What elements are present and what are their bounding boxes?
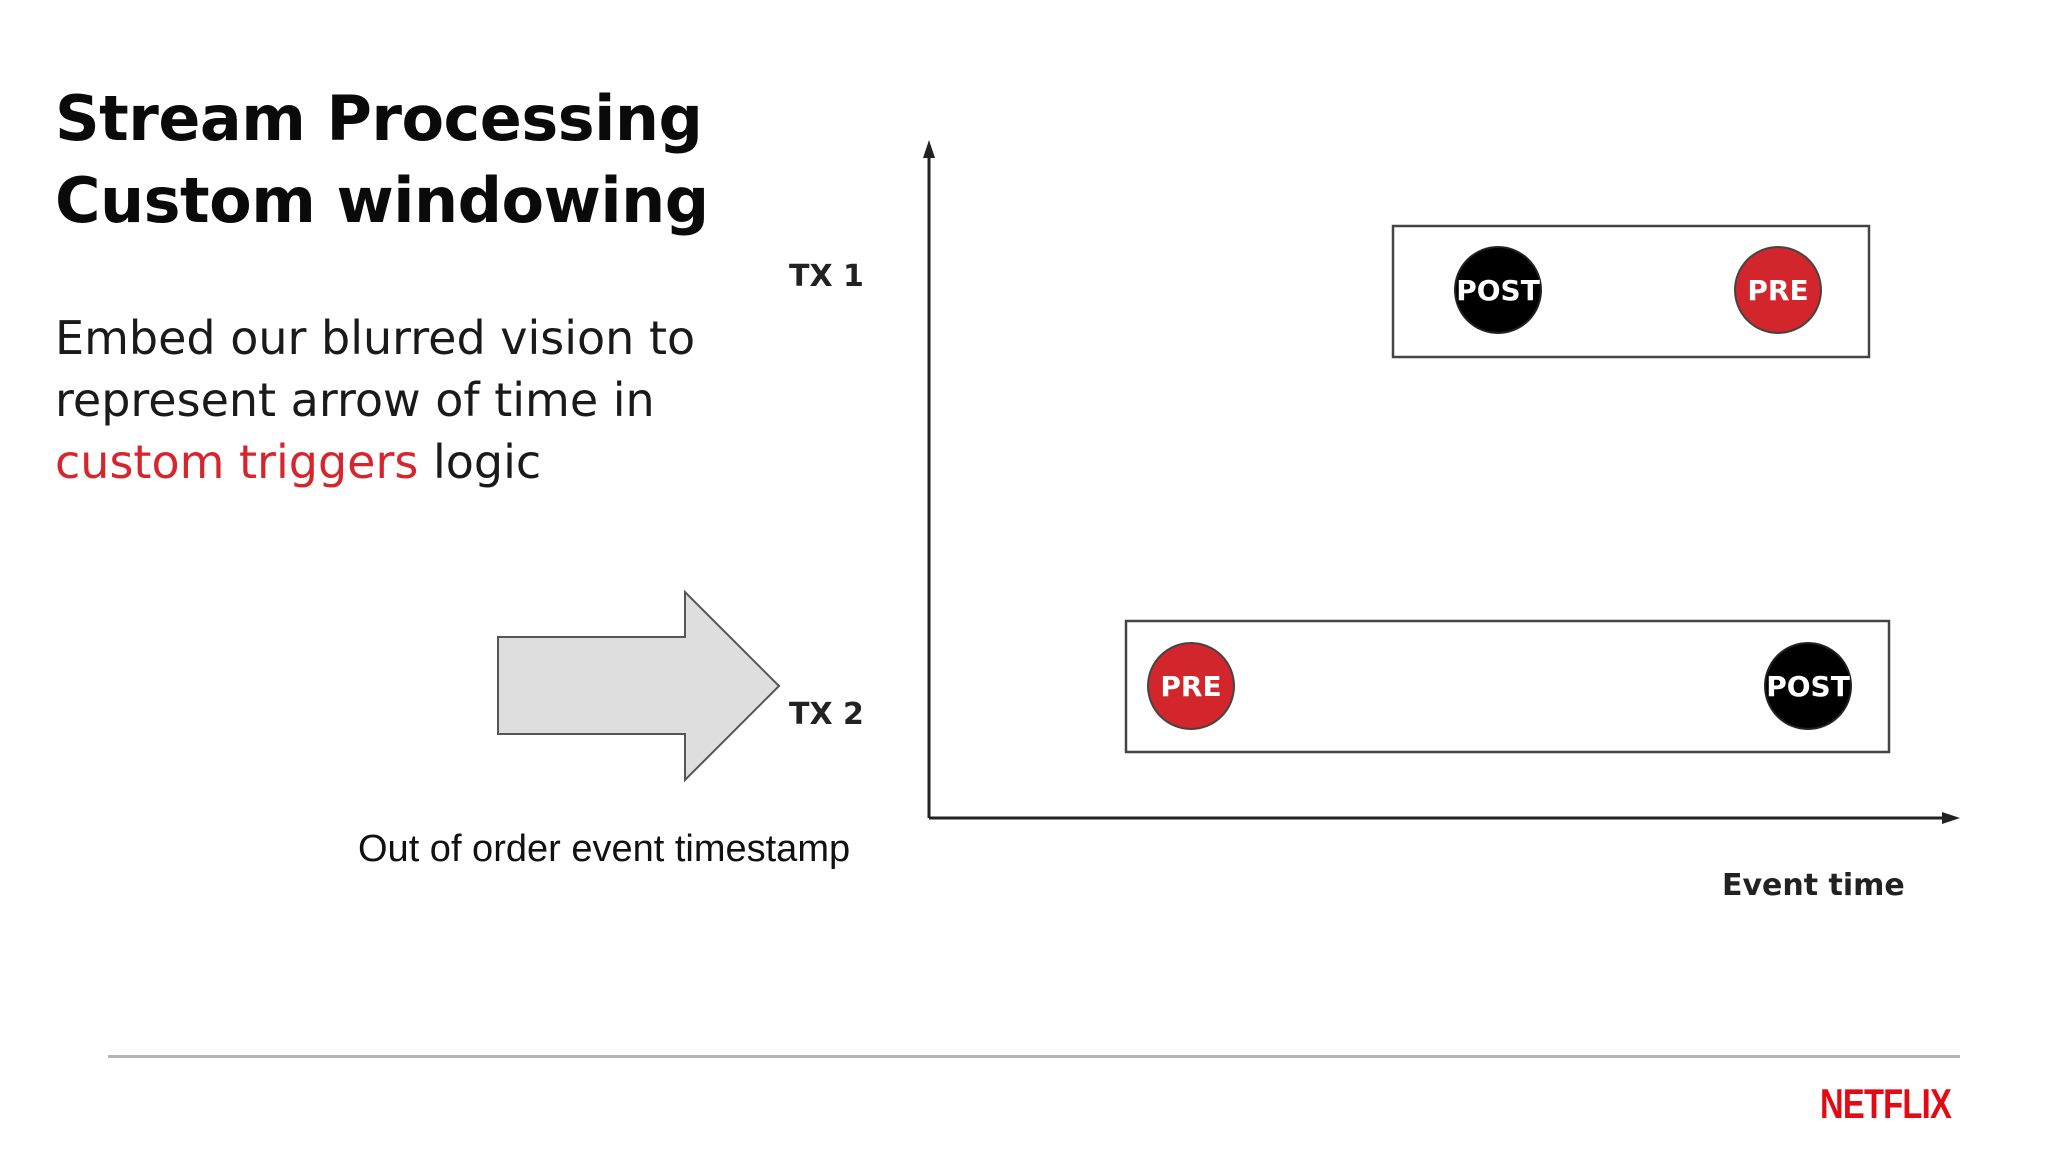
slide-title: Stream Processing Custom windowing <box>55 78 709 242</box>
arrow-caption: Out of order event timestamp <box>358 828 851 870</box>
body-line-3: custom triggers logic <box>55 431 815 493</box>
row-label-tx2: TX 2 <box>789 697 864 732</box>
footer-divider <box>108 1055 1960 1058</box>
body-line-1: Embed our blurred vision to <box>55 311 696 365</box>
row-label-tx1: TX 1 <box>789 259 864 294</box>
custom-triggers-highlight: custom triggers <box>55 435 419 489</box>
tx1-pre-label: PRE <box>1747 274 1808 307</box>
y-axis-arrowhead <box>923 140 935 158</box>
tx2-window <box>1124 619 1891 754</box>
tx2-pre-label: PRE <box>1160 670 1221 703</box>
tx1-post-label: POST <box>1456 274 1540 307</box>
title-line-2: Custom windowing <box>55 164 709 237</box>
tx2-post-event <box>1764 642 1852 730</box>
tx2-pre-event <box>1147 642 1235 730</box>
out-of-order-arrow <box>497 589 781 783</box>
tx1-post-event <box>1454 246 1542 334</box>
slide-body: Embed our blurred vision to represent ar… <box>55 307 815 493</box>
body-line-2: represent arrow of time in <box>55 373 655 427</box>
body-tail: logic <box>418 435 542 489</box>
tx2-post-label: POST <box>1766 670 1850 703</box>
tx1-pre-event <box>1734 246 1822 334</box>
title-line-1: Stream Processing <box>55 82 703 155</box>
netflix-logo: NETFLIX <box>1820 1080 1952 1127</box>
x-axis-arrowhead <box>1942 812 1960 824</box>
x-axis-label: Event time <box>1722 868 1905 903</box>
